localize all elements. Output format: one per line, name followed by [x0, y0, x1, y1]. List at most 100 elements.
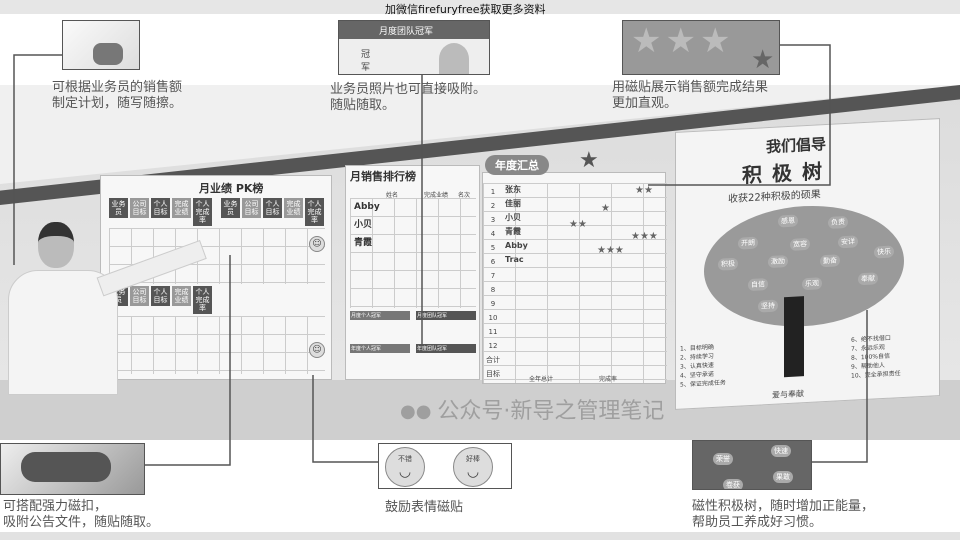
header-completion-rate: 个人完成率 — [193, 286, 212, 314]
bottom-strip — [0, 532, 960, 540]
header-completion-rate: 个人完成率 — [305, 198, 324, 226]
sales-header-rank: 名次 — [458, 192, 471, 199]
annual-title: 年度汇总 — [485, 155, 549, 175]
pk-title: 月业绩 PK榜 — [199, 182, 264, 195]
month-label: 12 — [488, 342, 498, 350]
month-label: 4 — [490, 230, 496, 238]
smiley-icon: ☺ — [309, 236, 325, 252]
connector-top-left — [13, 54, 62, 265]
month-label: 合计 — [486, 356, 500, 364]
annual-name: Trac — [505, 255, 524, 264]
header-achievement: 完成业绩 — [172, 198, 191, 218]
pk-header-left: 业务员公司目标个人目标完成业绩个人完成率 — [109, 198, 212, 226]
month-label: 9 — [490, 300, 496, 308]
star-icon: ★ — [579, 148, 599, 173]
eraser-photo — [62, 20, 140, 70]
presenter-head — [38, 222, 74, 268]
top-watermark: 加微信firefuryfree获取更多资料 — [385, 3, 546, 16]
star-magnets: ★★ — [569, 219, 587, 230]
month-label: 1 — [490, 188, 496, 196]
fruit-label: 卷获 — [723, 479, 743, 489]
annual-rate-label: 完成率 — [599, 376, 618, 383]
annual-grid — [483, 183, 667, 383]
header-achievement: 完成业绩 — [172, 286, 191, 306]
connector-bottom-center — [312, 375, 378, 463]
header-company-target: 公司目标 — [242, 198, 261, 218]
star-icons: ★★★ — [631, 21, 735, 61]
month-label: 10 — [488, 314, 498, 322]
header-company-target: 公司目标 — [130, 286, 149, 306]
sales-header-achievement: 完成业绩 — [424, 192, 449, 199]
header-salesperson: 业务员 — [221, 198, 240, 218]
annual-name: 小贝 — [505, 213, 521, 222]
smiley-label: 不错 — [398, 455, 412, 463]
presenter-photo — [0, 222, 207, 397]
month-label: 11 — [488, 328, 498, 336]
caption-top-left: 可根据业务员的销售额 制定计划，随写随擦。 — [52, 80, 183, 111]
champion-label: 冠军 — [361, 50, 371, 73]
annual-name: Abby — [505, 241, 528, 250]
magnet-clip-photo — [0, 443, 145, 495]
eraser-hand — [93, 43, 123, 65]
sales-header-name: 姓名 — [386, 192, 399, 199]
annual-names: 张东 佳丽 小贝 青霞 Abby Trac — [505, 183, 528, 267]
annual-name: 佳丽 — [505, 199, 521, 208]
caption-top-right: 用磁贴展示销售额完成结果 更加直观。 — [612, 80, 769, 111]
top-strip — [0, 0, 960, 14]
annual-name: 青霞 — [505, 227, 521, 236]
month-label: 5 — [490, 244, 496, 252]
sales-title: 月销售排行榜 — [350, 170, 416, 183]
connector-bottom-right — [812, 310, 868, 463]
hand-with-magnet — [21, 452, 111, 482]
caption-bottom-center: 鼓励表情磁贴 — [385, 500, 464, 515]
team-champion-photo: 月度团队冠军 冠军 — [338, 20, 490, 75]
bottom-watermark: ●● 公众号·新导之管理笔记 — [400, 398, 664, 426]
pk-grid-bottom — [109, 316, 325, 374]
award-monthly-team: 月度团队冠军 — [416, 311, 476, 320]
month-label: 目标 — [486, 370, 500, 378]
award-yearly-team: 年度团队冠军 — [416, 344, 476, 353]
fruit-label: 快速 — [771, 445, 791, 457]
award-monthly-personal: 月度个人冠军 — [350, 311, 410, 320]
pk-board: 月业绩 PK榜 业务员公司目标个人目标完成业绩个人完成率 业务员公司目标个人目标… — [100, 175, 332, 380]
header-company-target: 公司目标 — [130, 198, 149, 218]
sales-row-name: 小贝 — [354, 220, 373, 230]
star-magnets: ★★ — [635, 185, 653, 196]
employee-portrait — [439, 43, 469, 74]
star-magnets: ★ — [601, 203, 610, 214]
sales-board: 月销售排行榜 姓名 完成业绩 名次 Abby 小贝 青霞 月度个人冠军 月度团队… — [345, 165, 480, 380]
caption-top-center: 业务员照片也可直接吸附。 随贴随取。 — [330, 82, 487, 113]
star-magnets: ★★★ — [597, 245, 624, 256]
month-label: 2 — [490, 202, 496, 210]
champion-banner: 月度团队冠军 — [339, 21, 489, 39]
star-icon: ★ — [751, 45, 775, 75]
pk-header-lower: 业务员公司目标个人目标完成业绩个人完成率 — [109, 286, 212, 314]
annual-total-label: 全年总计 — [529, 376, 554, 383]
connector-bottom-left — [145, 255, 231, 466]
month-label: 6 — [490, 258, 496, 266]
caption-bottom-right: 磁性积极树，随时增加正能量， 帮助员工养成好习惯。 — [692, 499, 875, 530]
award-yearly-personal: 年度个人冠军 — [350, 344, 410, 353]
star-magnets: ★★★ — [631, 231, 658, 242]
tree-closeup-photo: 快速 荣誉 果敢 卷获 — [692, 440, 812, 490]
header-personal-target: 个人目标 — [151, 198, 170, 218]
presenter-shirt — [8, 270, 118, 395]
smiley-icon: ☺ — [309, 342, 325, 358]
month-label: 3 — [490, 216, 496, 224]
sales-grid: Abby 小贝 青霞 — [350, 198, 476, 308]
star-magnets-photo: ★★★ ★ — [622, 20, 780, 75]
wechat-icon: ●● — [400, 401, 432, 422]
header-personal-target: 个人目标 — [263, 198, 282, 218]
fruit-label: 荣誉 — [713, 453, 733, 465]
header-personal-target: 个人目标 — [151, 286, 170, 306]
pk-header-right: 业务员公司目标个人目标完成业绩个人完成率 — [221, 198, 324, 226]
connector-top-right — [648, 44, 831, 186]
annual-name: 张东 — [505, 185, 521, 194]
month-label: 8 — [490, 286, 496, 294]
fruit-label: 果敢 — [773, 471, 793, 483]
sales-row-name: Abby — [354, 202, 380, 212]
smiley-magnets-photo: 不错◡ 好棒◡ — [378, 443, 512, 489]
smiley-good-icon: 不错◡ — [385, 447, 425, 487]
